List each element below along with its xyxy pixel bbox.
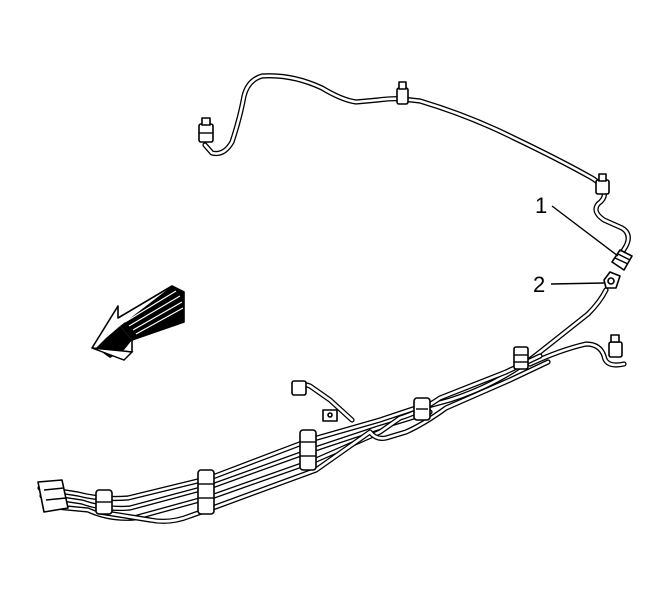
pipe-retainer-clip	[595, 173, 610, 195]
pipe-end-fitting	[198, 117, 214, 143]
pipe-bundle-clip	[299, 429, 317, 471]
callout-1: 1	[535, 193, 619, 257]
pipe-retainer-clip	[396, 81, 409, 105]
callout-2-label: 2	[533, 272, 545, 297]
pipe-bundle-clip	[513, 346, 529, 370]
callout-2: 2	[533, 272, 605, 297]
brake-pipe-bundle	[37, 287, 627, 524]
front-direction-arrow-icon	[91, 285, 185, 361]
pipe-bundle-clip	[95, 489, 113, 515]
pipe-end-fitting	[291, 380, 307, 396]
pipe-bundle-clip	[413, 397, 431, 421]
pipe-bundle-end	[37, 479, 69, 513]
mounting-bracket	[322, 409, 338, 422]
brake-pipe-union-2	[603, 271, 621, 289]
upper-brake-pipe	[198, 73, 631, 259]
callout-1-label: 1	[535, 193, 547, 218]
pipe-end-fitting	[608, 334, 623, 358]
pipe-bundle-clip	[197, 469, 215, 515]
